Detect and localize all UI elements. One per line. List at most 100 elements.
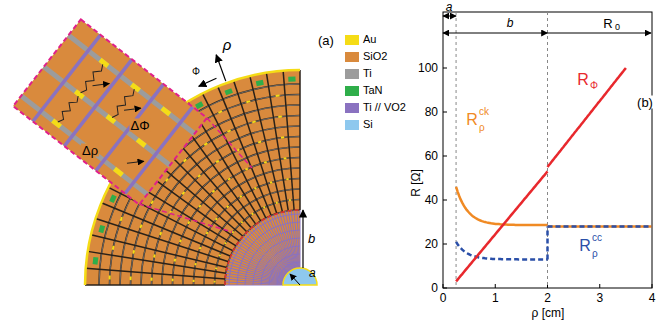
au-pad	[151, 201, 153, 204]
au-pad	[289, 199, 291, 201]
curve-r-ck	[456, 187, 547, 225]
au-pad	[130, 277, 132, 281]
au-pad	[160, 106, 171, 116]
au-pad	[228, 178, 230, 179]
superscript: cc	[591, 233, 603, 243]
au-pad	[140, 225, 141, 228]
curve-r-cc	[456, 242, 547, 260]
au-pad	[240, 196, 242, 197]
legend-text: Ti // VO2	[363, 102, 406, 113]
subscript: ρ	[478, 123, 486, 133]
tick	[443, 156, 447, 157]
au-pad	[281, 136, 284, 138]
superscript: ck	[478, 107, 490, 117]
tick-label: 20	[425, 238, 438, 250]
au-pad	[98, 58, 109, 68]
vo2-line	[225, 285, 283, 286]
au-pad	[112, 246, 115, 250]
axis-symbol: Φ	[192, 67, 200, 77]
radial-line	[86, 268, 226, 279]
vo2-line	[227, 267, 283, 281]
au-pad	[194, 263, 196, 265]
radial-line	[218, 86, 272, 215]
au-pad	[214, 281, 216, 283]
tan-resistor	[111, 196, 114, 203]
resistor-symbol	[110, 87, 137, 119]
dimension-arrow	[290, 274, 300, 285]
tan-resistor	[93, 257, 99, 264]
zoom-line	[139, 204, 232, 232]
au-pad	[218, 111, 222, 113]
legend-text: Au	[363, 34, 376, 45]
axis-symbol: ρ	[223, 37, 232, 52]
tick-label: 2	[544, 292, 551, 304]
au-pad	[199, 247, 202, 249]
au-pad	[193, 280, 195, 282]
variable-arrow	[93, 76, 110, 93]
tick	[599, 284, 600, 288]
cell-dimension: Δρ	[81, 144, 99, 157]
tick	[495, 284, 496, 288]
legend-text: SiO2	[363, 51, 387, 62]
au-pad	[151, 278, 153, 281]
panel-label: (b)	[636, 96, 654, 109]
legend-swatch	[345, 86, 359, 96]
au-pad	[252, 212, 253, 215]
tick-label: 80	[425, 106, 438, 118]
legend-text: Ti	[363, 68, 372, 79]
legend-swatch	[345, 52, 359, 62]
au-pad	[182, 192, 184, 194]
au-pad	[212, 190, 214, 192]
au-pad	[286, 178, 288, 180]
legend-swatch	[345, 35, 359, 45]
tick-label: 3	[596, 292, 603, 304]
span-label: R	[602, 17, 613, 30]
tick	[443, 244, 447, 245]
tick	[443, 288, 447, 289]
au-pad	[246, 101, 250, 102]
au-pad	[188, 222, 189, 224]
curve-r-cc	[548, 225, 653, 228]
span-label: a	[446, 1, 453, 13]
subscript: ρ	[591, 249, 599, 259]
resistor-symbol	[78, 63, 105, 95]
legend-text: Si	[363, 119, 373, 130]
au-pad	[216, 161, 219, 163]
au-pad	[160, 232, 161, 235]
au-pad	[232, 231, 233, 232]
zoom-line	[207, 118, 252, 168]
au-pad	[204, 143, 207, 145]
plot-frame	[443, 12, 652, 288]
vo2-line	[300, 210, 301, 268]
curve-r-phi	[456, 171, 547, 281]
au-pad	[227, 130, 230, 131]
vo2-line	[241, 239, 287, 275]
tick-label: 1	[492, 292, 499, 304]
au-pad	[278, 115, 282, 117]
tick	[443, 284, 444, 288]
span-arrow	[443, 33, 548, 34]
legend-swatch	[345, 69, 359, 79]
au-pad	[130, 82, 141, 92]
tick-label: 0	[440, 292, 447, 304]
subscript: Φ	[589, 81, 599, 91]
au-pad	[121, 217, 122, 221]
radial-line	[234, 81, 277, 214]
variable-arrow	[124, 101, 141, 118]
inset-frame	[13, 19, 207, 204]
radial-line	[202, 93, 266, 218]
dimension-arrow	[302, 210, 303, 268]
tan-resistor	[256, 82, 263, 83]
tick-label: 60	[425, 150, 438, 162]
curve-r-phi	[548, 68, 626, 167]
au-pad	[216, 218, 217, 220]
curve-label: R	[578, 238, 592, 254]
span-arrow	[548, 33, 652, 34]
au-pad	[218, 255, 221, 257]
axis-title: ρ [cm]	[532, 307, 565, 319]
subscript: 0	[614, 23, 621, 32]
span-label: b	[506, 17, 515, 29]
au-pad	[241, 222, 242, 223]
au-pad	[227, 206, 229, 208]
